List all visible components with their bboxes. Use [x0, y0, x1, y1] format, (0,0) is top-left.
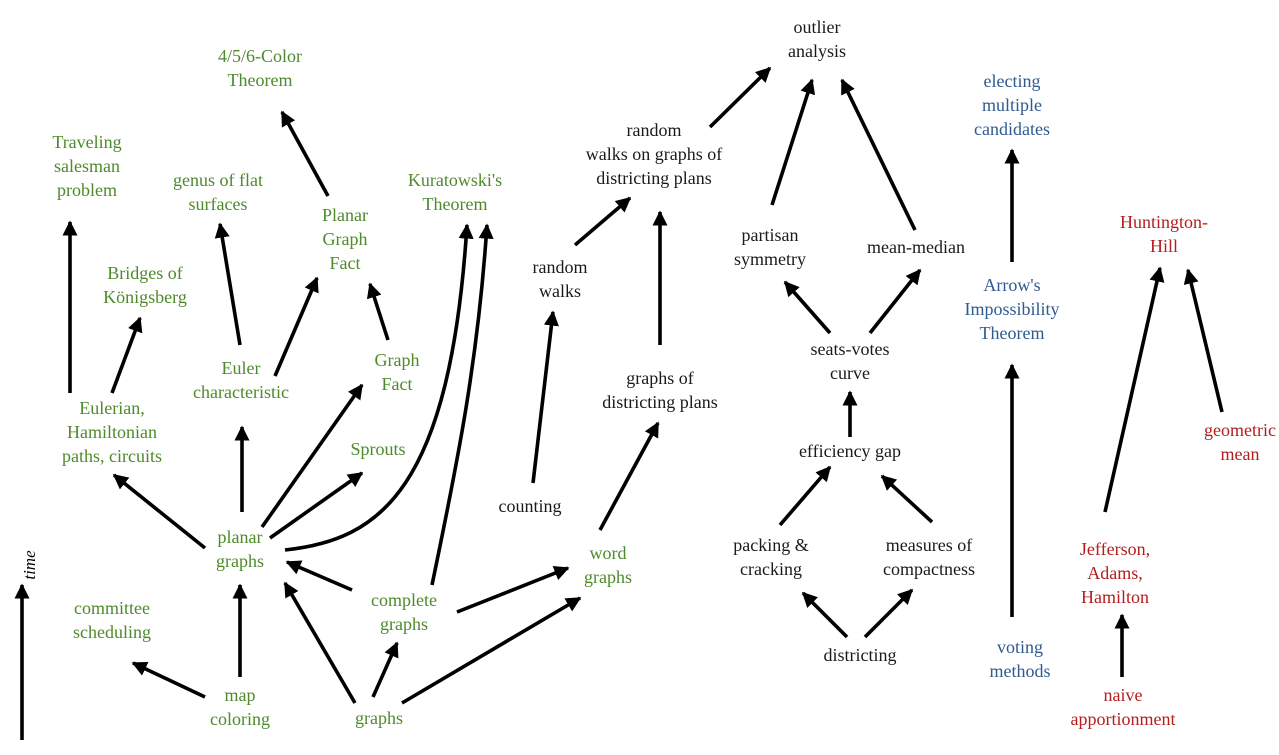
node-eulerian-hamiltonian: Eulerian, Hamiltonian paths, circuits — [62, 398, 162, 466]
edge-graph-fact-to-planar-fact — [366, 282, 390, 341]
edge-counting-to-random-walks — [531, 310, 559, 484]
edge-complete-to-planar — [285, 560, 353, 592]
edge-districting-to-packing — [801, 591, 849, 639]
edge-geometric-to-huntington — [1183, 268, 1224, 413]
node-voting-methods: voting methods — [989, 637, 1051, 681]
time-axis-label: time — [20, 550, 39, 580]
edge-planar-to-kuratowski — [284, 223, 474, 552]
edge-planar-to-graph-fact — [260, 383, 364, 529]
edge-eulerian-to-bridges — [110, 316, 143, 394]
node-random-walks: random walks — [532, 257, 588, 301]
node-electing-multiple-candidates: electing multiple candidates — [974, 71, 1050, 139]
edge-graphs-to-word — [401, 596, 582, 705]
node-bridges-konigsberg: Bridges of Königsberg — [103, 263, 187, 307]
node-packing-cracking: packing & cracking — [733, 535, 809, 579]
node-complete-graphs: complete graphs — [371, 590, 437, 634]
node-districting: districting — [823, 645, 897, 665]
edge-euler-to-planar-fact — [273, 276, 319, 377]
edge-planar-to-sprouts — [268, 471, 364, 540]
node-efficiency-gap: efficiency gap — [798, 441, 902, 461]
node-jefferson-adams-hamilton: Jefferson, Adams, Hamilton — [1079, 539, 1151, 607]
node-graphs: graphs — [355, 708, 403, 728]
edge-compactness-to-efficiency — [880, 474, 934, 524]
node-counting: counting — [498, 496, 562, 516]
node-committee-scheduling: committee scheduling — [73, 598, 151, 642]
node-mean-median: mean-median — [867, 237, 965, 257]
edge-random-walks-to-rw-plans — [573, 196, 632, 247]
edge-word-to-graphs-plans — [598, 421, 660, 531]
edge-rw-plans-to-outlier — [708, 66, 772, 129]
edge-seats-votes-to-mean-median — [868, 268, 922, 335]
edge-complete-to-kuratowski — [430, 223, 494, 586]
edge-packing-to-efficiency — [778, 465, 832, 527]
edge-euler-to-genus — [214, 222, 242, 346]
node-partisan-symmetry: partisan symmetry — [734, 225, 806, 269]
node-seats-votes-curve: seats-votes curve — [810, 339, 890, 383]
node-measures-compactness: measures of compactness — [883, 535, 975, 579]
node-huntington-hill: Huntington- Hill — [1120, 212, 1208, 256]
edge-districting-to-compactness — [863, 588, 914, 639]
edge-planar-to-eulerian — [112, 473, 207, 550]
edge-graphs-to-planar — [283, 581, 357, 704]
edge-seats-votes-to-partisan — [783, 280, 832, 335]
node-naive-apportionment: naive apportionment — [1070, 685, 1176, 729]
node-map-coloring: map coloring — [210, 685, 270, 729]
node-graph-fact: Graph Fact — [374, 350, 420, 394]
edge-complete-to-word — [456, 565, 570, 614]
edge-jefferson-to-huntington — [1103, 266, 1165, 513]
node-word-graphs: word graphs — [584, 543, 632, 587]
node-four-color-theorem: 4/5/6-Color Theorem — [218, 46, 302, 90]
node-planar-graph-fact: Planar Graph Fact — [322, 205, 368, 273]
node-traveling-salesman: Traveling salesman problem — [52, 132, 122, 200]
edge-mean-median-to-outlier — [840, 78, 917, 231]
node-geometric-mean: geometric mean — [1204, 420, 1276, 464]
node-random-walks-districting-plans: random walks on graphs of districting pl… — [585, 120, 723, 188]
edge-map-to-committee — [131, 661, 206, 699]
node-outlier-analysis: outlier analysis — [788, 17, 846, 61]
edge-partisan-to-outlier — [770, 78, 816, 206]
node-kuratowski-theorem: Kuratowski's Theorem — [407, 170, 503, 214]
node-euler-characteristic: Euler characteristic — [193, 358, 289, 402]
edge-planar-fact-to-four-color — [280, 110, 330, 197]
node-planar-graphs: planar graphs — [216, 527, 264, 571]
edge-graphs-to-complete — [371, 641, 399, 698]
node-arrows-impossibility-theorem: Arrow's Impossibility Theorem — [964, 275, 1060, 343]
node-graphs-districting-plans: graphs of districting plans — [602, 368, 718, 412]
node-genus-flat-surfaces: genus of flat surfaces — [173, 170, 263, 214]
node-sprouts: Sprouts — [350, 439, 406, 459]
